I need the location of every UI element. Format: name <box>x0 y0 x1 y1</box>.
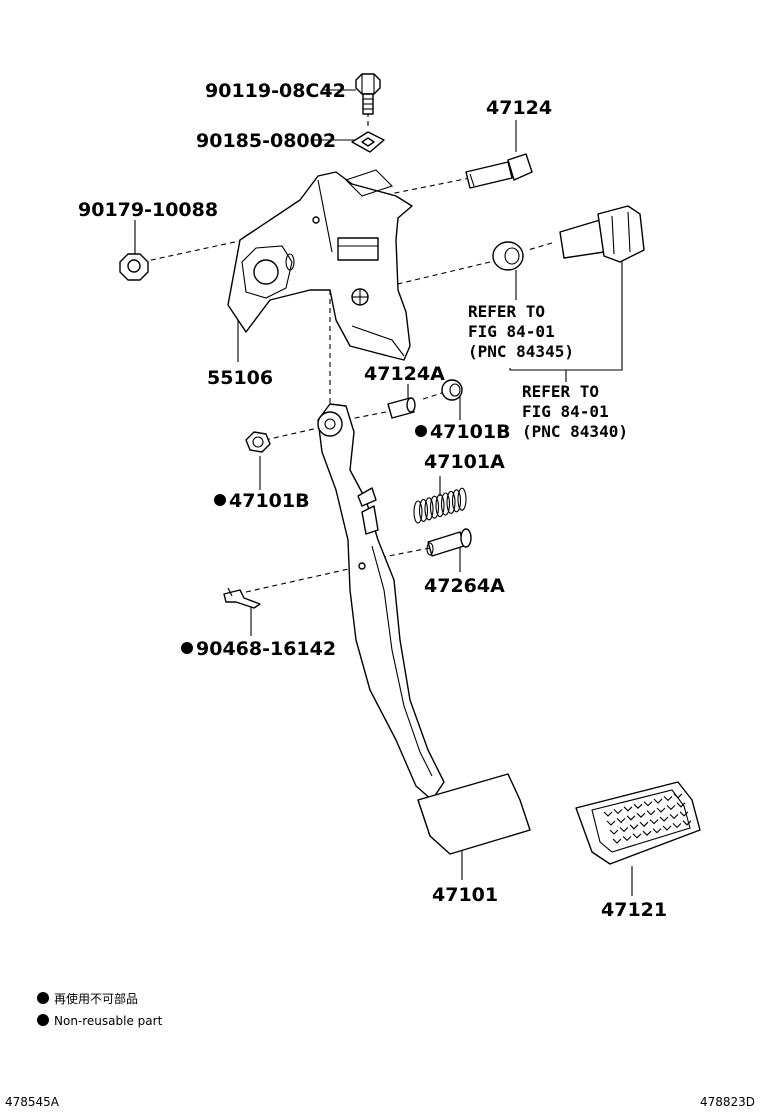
spring-47101a <box>413 487 467 524</box>
pad-tread-mark <box>622 836 632 842</box>
svg-text:REFER TO: REFER TO <box>468 302 545 321</box>
pad-tread-mark <box>613 809 623 815</box>
pad-tread-mark <box>642 830 652 836</box>
svg-text:47101B: 47101B <box>430 421 511 443</box>
pad-tread-mark <box>666 805 676 811</box>
pad-tread-mark <box>636 812 646 818</box>
bush-47101b-right <box>441 379 463 401</box>
spring-coil <box>457 487 467 511</box>
pad-tread-mark <box>612 838 622 844</box>
label-90468-16142: 90468-16142 <box>181 638 336 660</box>
clip-90468 <box>223 587 261 609</box>
reference-note-84345: REFER TO FIG 84-01 (PNC 84345) <box>468 302 574 361</box>
label-90185-08002: 90185-08002 <box>196 130 336 152</box>
svg-text:(PNC 84345): (PNC 84345) <box>468 342 574 361</box>
spring-coil <box>424 497 434 521</box>
label-47101b-left: 47101B <box>214 490 310 512</box>
pad-tread-mark <box>646 810 656 816</box>
pad-tread-mark <box>676 802 686 808</box>
pad-tread-mark <box>656 807 666 813</box>
reference-note-84340: REFER TO FIG 84-01 (PNC 84340) <box>522 382 628 441</box>
pad-tread-mark <box>603 811 613 817</box>
footer-code-right: 478823D <box>700 1095 755 1109</box>
bolt-90119 <box>355 73 381 115</box>
legend-bullet-jp <box>37 992 49 1004</box>
label-47101: 47101 <box>432 884 498 906</box>
label-47101a: 47101A <box>424 451 505 473</box>
legend-jp: 再使用不可部品 <box>54 991 138 1006</box>
pad-tread-mark <box>619 827 629 833</box>
pad-tread-mark <box>659 816 669 822</box>
svg-text:FIG 84-01: FIG 84-01 <box>468 322 555 341</box>
pad-tread-mark <box>682 820 692 826</box>
brake-pedal-47101 <box>317 403 531 855</box>
spring-coil <box>446 490 456 514</box>
spring-coil <box>435 494 445 518</box>
pad-tread-mark <box>663 796 673 802</box>
label-47124a: 47124A <box>364 363 445 385</box>
clip-90185 <box>351 131 385 153</box>
spring-coil <box>451 489 462 513</box>
label-55106: 55106 <box>207 367 273 389</box>
legend-bullet-en <box>37 1014 49 1026</box>
bush-47101b-left <box>245 431 271 453</box>
pad-tread-mark <box>633 803 643 809</box>
leader-lines <box>134 89 633 896</box>
cushion <box>492 241 524 271</box>
pad-tread-mark <box>679 811 689 817</box>
bush-47124a <box>387 397 416 419</box>
bracket-55106 <box>227 169 413 361</box>
pad-tread-mark <box>673 793 683 799</box>
svg-text:(PNC 84340): (PNC 84340) <box>522 422 628 441</box>
pedal-pad-47121 <box>575 781 701 865</box>
label-47264a: 47264A <box>424 575 505 597</box>
footer-code-left: 478545A <box>5 1095 60 1109</box>
label-90179-10088: 90179-10088 <box>78 199 218 221</box>
pin-47124 <box>465 153 533 189</box>
pad-tread-mark <box>643 801 653 807</box>
pad-tread-mark <box>672 823 682 829</box>
pad-tread-mark <box>626 815 636 821</box>
pad-tread-mark <box>616 818 626 824</box>
legend-en: Non-reusable part <box>54 1014 163 1028</box>
pad-tread-mark <box>606 820 616 826</box>
nut-90179 <box>119 253 149 281</box>
svg-text:FIG 84-01: FIG 84-01 <box>522 402 609 421</box>
stop-lamp-switch <box>559 205 645 263</box>
svg-text:90468-16142: 90468-16142 <box>196 638 336 660</box>
spring-coil <box>418 498 429 522</box>
label-47121: 47121 <box>601 899 667 921</box>
pad-tread-mark <box>652 828 662 834</box>
spring-coil <box>429 495 440 519</box>
pad-tread-mark <box>629 824 639 830</box>
pin-47264a <box>426 528 472 557</box>
spring-coil <box>413 500 423 524</box>
pad-tread-mark <box>609 829 619 835</box>
pad-tread-mark <box>639 821 649 827</box>
pad-tread-mark <box>669 814 679 820</box>
pad-tread-mark <box>653 798 663 804</box>
label-90119-08c42: 90119-08C42 <box>205 80 346 102</box>
label-47124: 47124 <box>486 97 552 119</box>
spring-coil <box>440 492 451 516</box>
pad-tread-mark <box>632 833 642 839</box>
pad-tread-mark <box>662 825 672 831</box>
pad-tread-mark <box>649 819 659 825</box>
pad-tread-mark <box>623 806 633 812</box>
legend: 再使用不可部品 Non-reusable part <box>37 991 163 1028</box>
svg-text:47101B: 47101B <box>229 490 310 512</box>
label-47101b-right: 47101B <box>415 421 511 443</box>
svg-text:REFER TO: REFER TO <box>522 382 599 401</box>
